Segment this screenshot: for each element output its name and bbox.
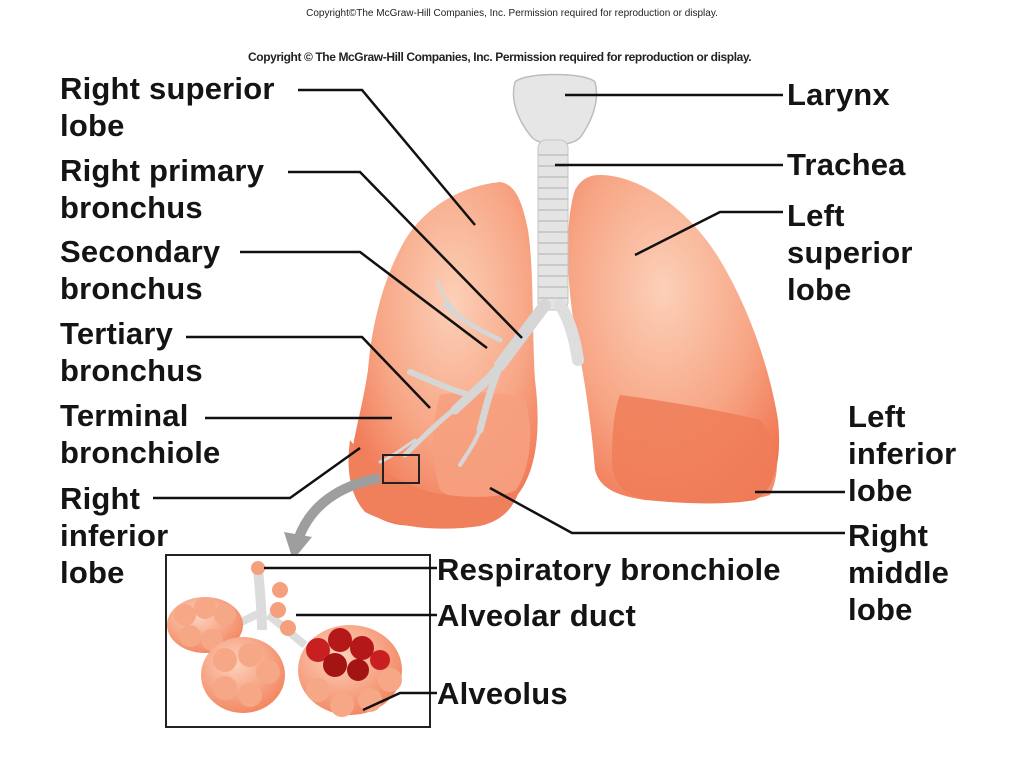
label-line: bronchus [60, 353, 203, 388]
right-middle-lobe-shape [433, 392, 531, 504]
label-trachea: Trachea [787, 146, 906, 183]
label-alveolus: Alveolus [437, 675, 568, 712]
zoom-arrow [293, 473, 381, 542]
label-line: lobe [60, 108, 125, 143]
label-line: Left [787, 198, 845, 233]
label-line: superior [787, 235, 913, 270]
leader-tertiary-bronchus [186, 335, 431, 409]
label-line: Respiratory bronchiole [437, 552, 781, 587]
label-line: Right [848, 518, 929, 553]
figure-copyright-notice: Copyright © The McGraw-Hill Companies, I… [248, 50, 752, 64]
leader-left-superior-lobe [634, 210, 783, 257]
magnified-area-marker [382, 454, 420, 484]
label-left-superior-lobe: Left superior lobe [787, 197, 913, 308]
right-lung [348, 182, 538, 529]
bronchial-tree [378, 280, 551, 467]
label-line: Alveolus [437, 676, 568, 711]
label-line: Alveolar duct [437, 598, 636, 633]
label-alveolar-duct: Alveolar duct [437, 597, 636, 634]
label-line: middle [848, 555, 950, 590]
label-line: bronchiole [60, 435, 221, 470]
label-tertiary-bronchus: Tertiary bronchus [60, 315, 203, 389]
trachea-shape [537, 139, 569, 311]
alveoli-panel [165, 554, 431, 728]
leader-right-middle-lobe [489, 486, 845, 535]
label-line: Right superior [60, 71, 275, 106]
label-line: lobe [848, 592, 913, 627]
label-line: bronchus [60, 190, 203, 225]
leader-right-primary-bronchus [288, 170, 523, 339]
label-line: bronchus [60, 271, 203, 306]
left-lung [567, 175, 780, 504]
leader-secondary-bronchus [240, 250, 488, 349]
label-line: Right primary [60, 153, 265, 188]
label-line: Right [60, 481, 141, 516]
label-line: inferior [848, 436, 957, 471]
label-right-inferior-lobe: Right inferior lobe [60, 480, 168, 591]
right-inferior-lobe-shape [348, 440, 520, 529]
label-line: Tertiary [60, 316, 174, 351]
label-terminal-bronchiole: Terminal bronchiole [60, 397, 220, 471]
label-line: lobe [60, 555, 125, 590]
alveolar-sac-right [298, 625, 402, 717]
label-line: lobe [787, 272, 852, 307]
label-secondary-bronchus: Secondary bronchus [60, 233, 220, 307]
leader-alveolus [362, 691, 437, 712]
label-larynx: Larynx [787, 76, 890, 113]
left-inferior-lobe-shape [612, 395, 777, 503]
alveolar-sac-center [201, 637, 285, 713]
label-left-inferior-lobe: Left inferior lobe [848, 398, 956, 509]
zoom-arrow-head [284, 532, 312, 560]
label-right-middle-lobe: Right middle lobe [848, 517, 949, 628]
leader-right-inferior-lobe [153, 446, 361, 500]
airway [378, 73, 598, 484]
label-right-primary-bronchus: Right primary bronchus [60, 152, 264, 226]
alveolar-sac-left [167, 597, 243, 653]
leader-right-superior-lobe [298, 88, 476, 226]
label-line: lobe [848, 473, 913, 508]
label-right-superior-lobe: Right superior lobe [60, 70, 275, 144]
label-line: Trachea [787, 147, 906, 182]
label-respiratory-bronchiole: Respiratory bronchiole [437, 551, 781, 588]
label-line: inferior [60, 518, 169, 553]
label-line: Secondary [60, 234, 221, 269]
leader-lines [153, 88, 845, 712]
label-line: Left [848, 399, 906, 434]
copyright-notice: Copyright©The McGraw-Hill Companies, Inc… [306, 8, 718, 19]
label-line: Larynx [787, 77, 890, 112]
larynx-shape [512, 73, 598, 146]
left-primary-bronchus-shape [554, 299, 584, 366]
label-line: Terminal [60, 398, 189, 433]
